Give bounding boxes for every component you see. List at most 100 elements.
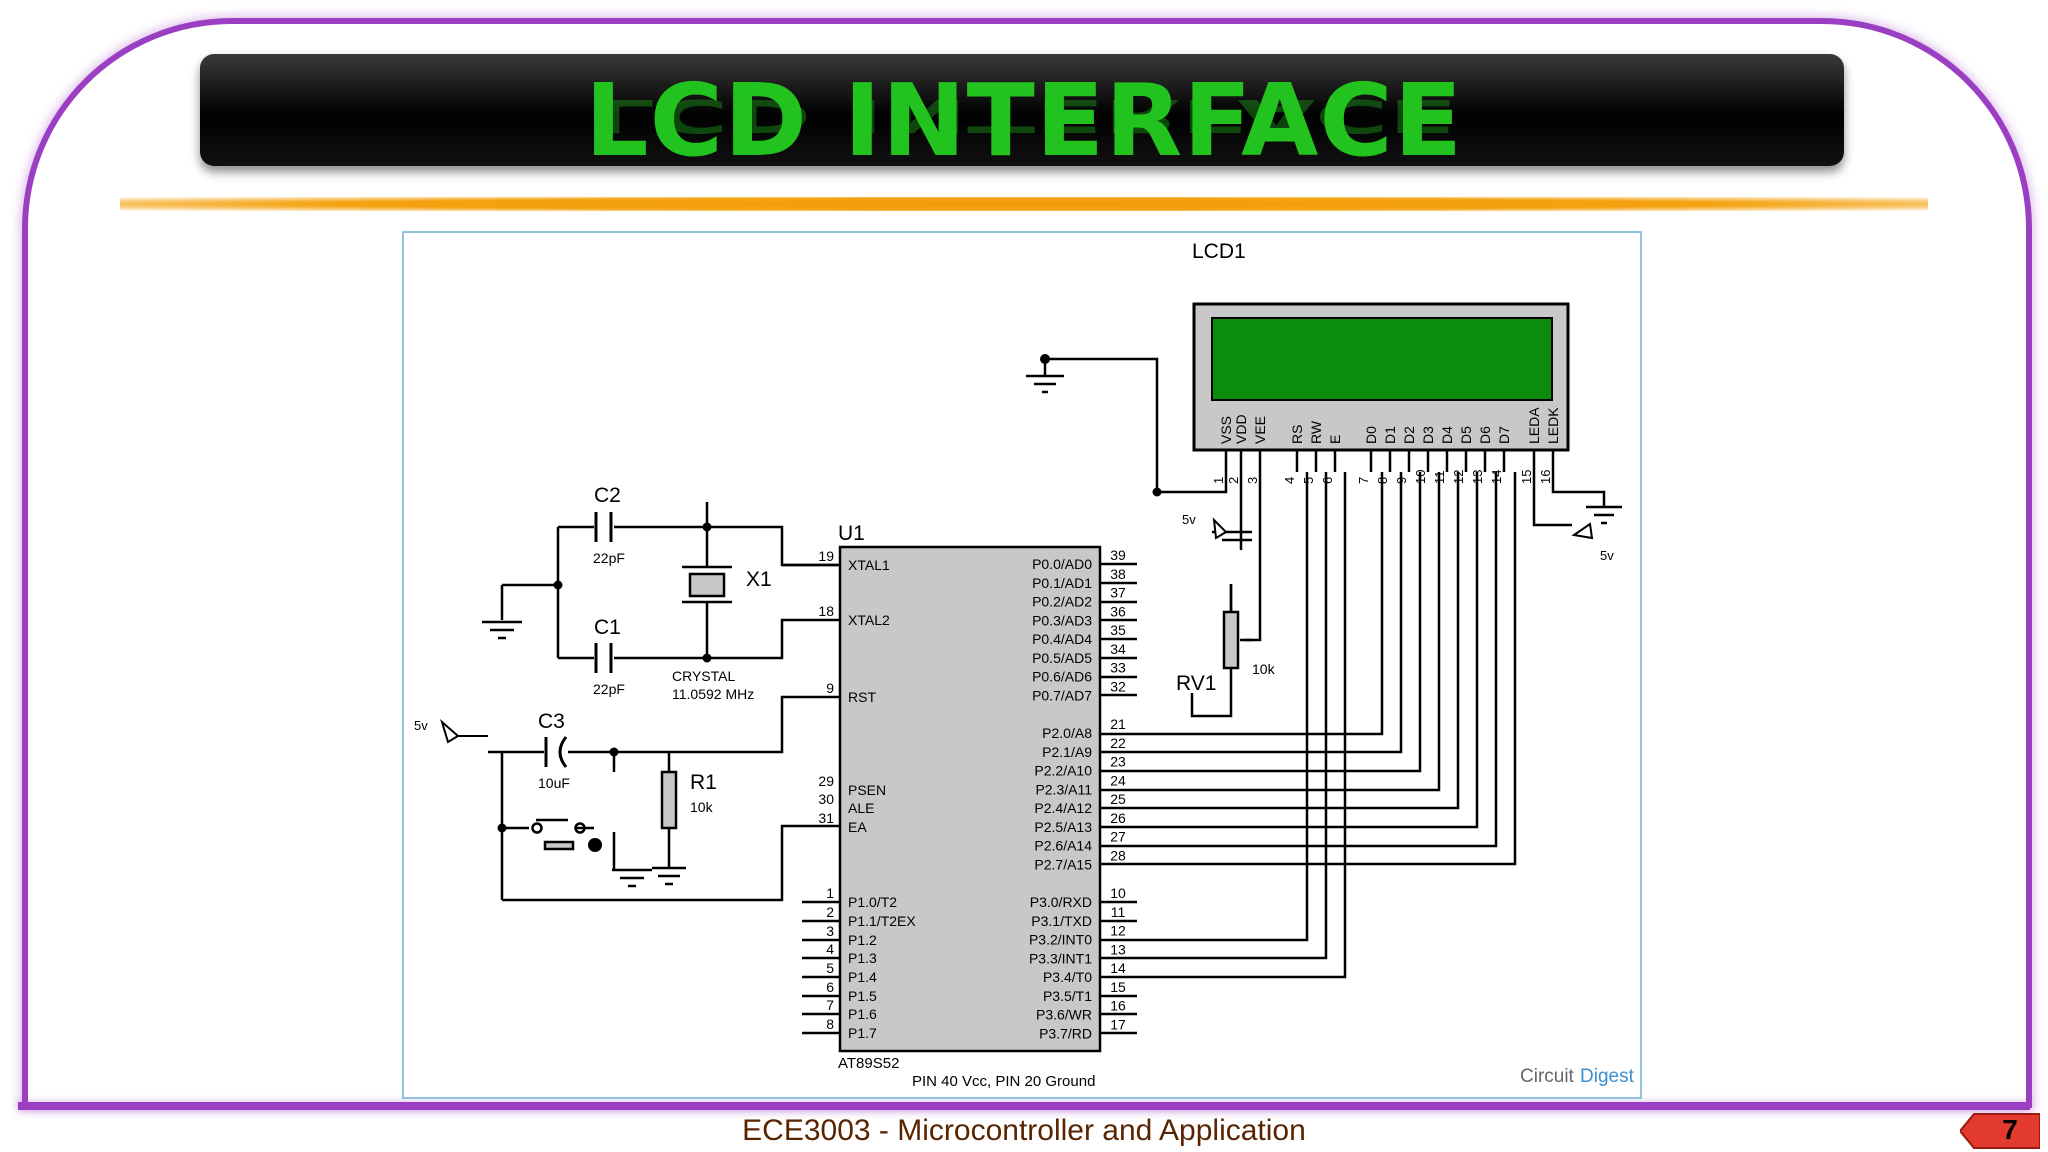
lcd-pin-name: VDD [1233,414,1249,444]
crystal-x1 [682,565,732,604]
r1-value: 10k [690,799,714,815]
lcd-pin-number: 12 [1451,470,1466,484]
mcu-pin-number: 9 [826,680,834,696]
slide-frame [22,18,2032,1108]
mcu-pin-number: 35 [1110,622,1126,638]
lcd-pin-number: 15 [1519,470,1534,484]
mcu-pin-number: 10 [1110,885,1126,901]
slide-title-reflection: LCD INTERFACE [591,89,1457,142]
mcu-pin-number: 32 [1110,678,1126,694]
lcd-pin-name: RS [1289,425,1305,444]
mcu-pin-name: P1.1/T2EX [848,913,916,929]
mcu-pin-number: 39 [1110,547,1126,563]
mcu-pin-name: P1.0/T2 [848,894,897,910]
r1-ground [652,752,686,886]
mcu-pin-number: 30 [818,791,834,807]
mcu-pin-name: P3.4/T0 [1043,969,1092,985]
supply-arrows [440,517,1594,744]
lcd-pin-name: VSS [1218,416,1234,444]
mcu-pin-name: P3.2/INT0 [1029,932,1092,948]
supply-label-rv1: 5v [1182,512,1196,527]
mcu-pin-number: 1 [826,885,834,901]
lcd-pin-number: 3 [1245,477,1260,484]
watermark-circuit: Circuit [1520,1066,1575,1087]
mcu-pin-number: 14 [1110,960,1126,976]
lcd-ref: LCD1 [1192,240,1246,263]
mcu-pin-name: P0.6/AD6 [1032,669,1092,685]
lcd-pin-name: D6 [1477,426,1493,444]
lcd-pin-name: LEDA [1526,407,1542,444]
mcu-pin-name: P1.6 [848,1006,877,1022]
mcu-pin-name: P1.7 [848,1025,877,1041]
mcu-pin-name: P3.0/RXD [1030,894,1092,910]
mcu-pin-name: P0.3/AD3 [1032,612,1092,628]
c2-value: 22pF [593,550,625,566]
mcu-pin-number: 29 [818,773,834,789]
lcd-pin-name: D3 [1420,426,1436,444]
mcu-pin-name: P0.0/AD0 [1032,556,1092,572]
lcd-screen [1211,317,1553,401]
mcu-left-pin-labels: XTAL119XTAL218RST9PSEN29ALE30EA31P1.0/T2… [818,548,916,1041]
page-number-badge [1960,1113,2040,1149]
supply-label-reset: 5v [414,718,428,733]
mcu-right-pin-labels: P0.0/AD039P0.1/AD138P0.2/AD237P0.3/AD336… [1029,547,1126,1041]
lcd-pin-name: LEDK [1545,407,1561,444]
mcu-pin-number: 4 [826,941,834,957]
capacitor-c3-curve [558,736,568,768]
lcd-pin-number: 5 [1301,477,1316,484]
mcu-pin-number: 26 [1110,810,1126,826]
mcu-pin-number: 7 [826,997,834,1013]
c3-ref: C3 [538,710,565,733]
mcu-pin-number: 34 [1110,641,1126,657]
mcu-note: PIN 40 Vcc, PIN 20 Ground [912,1073,1095,1090]
mcu-pin-number: 3 [826,923,834,939]
mcu-pin-number: 19 [818,548,834,564]
c1-ref: C1 [594,616,621,639]
lcd-pin-number: 2 [1226,477,1241,484]
mcu-pin-number: 22 [1110,735,1126,751]
lcd-pin-number: 1 [1211,477,1226,484]
lcd-pin-number: 16 [1538,470,1553,484]
mcu-pin-number: 38 [1110,566,1126,582]
mcu-pin-number: 8 [826,1016,834,1032]
mcu-pin-name: RST [848,689,876,705]
mcu-ref: U1 [838,522,865,545]
mcu-pin-number: 27 [1110,829,1126,845]
mcu-pin-name: P2.1/A9 [1042,744,1092,760]
lcd-pin-number: 8 [1375,477,1390,484]
mcu-pin-number: 18 [818,603,834,619]
mcu-pin-name: EA [848,819,867,835]
mcu-pin-name: P2.7/A15 [1034,856,1092,872]
lcd-pin-name: D4 [1439,426,1455,444]
mcu-pin-number: 13 [1110,941,1126,957]
mcu-pin-name: P2.0/A8 [1042,725,1092,741]
x1-ref: X1 [746,568,772,591]
mcu-pin-name: P3.3/INT1 [1029,950,1092,966]
mcu-pin-name: P0.7/AD7 [1032,687,1092,703]
capacitors [544,512,613,768]
mcu-pin-number: 31 [818,810,834,826]
mcu-pin-name: P1.3 [848,950,877,966]
mcu-pin-name: P2.5/A13 [1034,819,1092,835]
lcd-pin-name: D5 [1458,426,1474,444]
reset-pushbutton [531,822,586,851]
lcd-pin-number: 11 [1432,471,1447,485]
mcu-pin-name: P1.5 [848,988,877,1004]
lcd-pin-name: RW [1308,420,1324,444]
lcd-pin-number: 6 [1320,477,1335,484]
lcd-pin-labels: VSS1VDD2VEE3RS4RW5E6D07D18D29D310D411D51… [1211,407,1561,484]
lcd-pin-number: 14 [1489,470,1504,484]
lcd-pin-name: D1 [1382,426,1398,444]
lcd-pin-number: 7 [1356,477,1371,484]
footer-course-title: ECE3003 - Microcontroller and Applicatio… [742,1114,1306,1147]
capacitor-c1 [594,643,613,673]
slide-frame-bottom [18,1102,2030,1110]
mcu-pin-name: P0.4/AD4 [1032,631,1092,647]
wires [482,357,1622,1035]
mcu-pin-number: 5 [826,960,834,976]
x1-value: 11.0592 MHz [672,686,754,702]
c2-ref: C2 [594,484,621,507]
mcu-pin-name: P0.1/AD1 [1032,575,1092,591]
mcu-pin-name: XTAL1 [848,557,890,573]
